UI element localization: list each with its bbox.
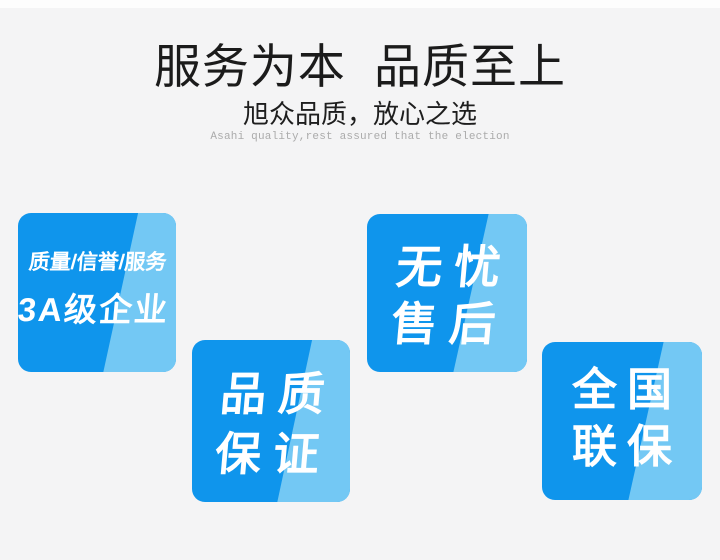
badge-line-1: 无忧 <box>394 241 515 293</box>
badge-line-2: 售后 <box>389 298 510 350</box>
badge-worry-free-aftersale: 无忧 售后 <box>367 214 527 372</box>
page-title: 服务为本 品质至上 <box>153 40 567 93</box>
badge-quality-guarantee: 品质 保证 <box>192 340 350 502</box>
badge-national-warranty: 全国 联保 <box>542 342 702 500</box>
badge-line-2: 保证 <box>213 428 334 480</box>
page-subtitle-en: Asahi quality,rest assured that the elec… <box>210 131 510 143</box>
badge-line-1: 质量/信誉/服务 <box>27 251 168 274</box>
badge-line-1: 全国 <box>571 364 682 415</box>
badge-line-2: 3A级企业 <box>18 291 171 328</box>
page-subtitle: 旭众品质，放心之选 <box>242 100 477 129</box>
badge-3a-enterprise: 质量/信誉/服务 3A级企业 <box>18 213 176 372</box>
badge-line-1: 品质 <box>218 368 339 420</box>
top-strip <box>0 0 720 8</box>
badge-line-2: 联保 <box>571 421 682 472</box>
